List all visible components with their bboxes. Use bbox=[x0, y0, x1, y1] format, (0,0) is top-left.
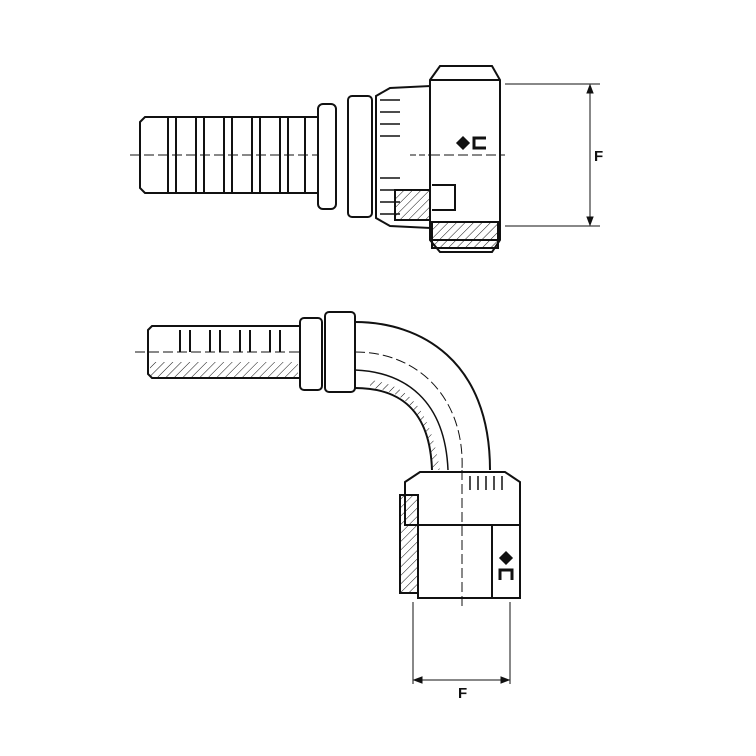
elbow-hex-nut bbox=[417, 470, 521, 610]
elbow-hose-tail bbox=[135, 325, 301, 379]
elbow-flange bbox=[324, 311, 356, 393]
dimension-f-vertical bbox=[505, 83, 600, 227]
dimension-label-f-top: F bbox=[594, 148, 603, 165]
straight-fitting bbox=[130, 65, 505, 253]
collar bbox=[317, 103, 337, 210]
elbow-brand-logo-icon bbox=[498, 550, 514, 580]
elbow-collar bbox=[299, 317, 323, 391]
brand-logo-icon bbox=[455, 135, 486, 151]
dimension-f-horizontal bbox=[412, 602, 511, 684]
dimension-label-f-bottom: F bbox=[458, 685, 467, 702]
hex-nut bbox=[429, 65, 505, 253]
swivel-nut bbox=[375, 84, 436, 230]
elbow-bend bbox=[354, 321, 491, 471]
elbow-fitting bbox=[135, 311, 521, 610]
hose-tail bbox=[130, 116, 319, 194]
flange bbox=[347, 95, 373, 218]
